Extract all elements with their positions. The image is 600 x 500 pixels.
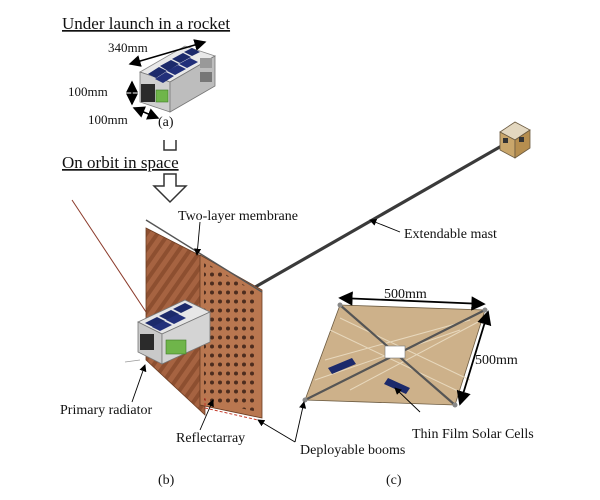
leader-boom-left [257,419,296,443]
label-panel-c: (c) [386,473,402,488]
transition-arrow [152,140,188,204]
leader-boom-right [294,401,307,443]
mast-tip-module [499,121,531,159]
leader-solar-cells [394,387,421,413]
label-thin-film-solar-cells: Thin Film Solar Cells [412,427,534,442]
leader-primary-radiator [131,364,147,403]
label-dim-500-top: 500mm [384,287,427,302]
dim-500-side-arrow [456,310,492,406]
thin-film-solar-cell-1 [328,358,356,374]
extendable-mast [249,138,513,292]
label-two-layer-membrane: Two-layer membrane [178,209,298,224]
label-primary-radiator: Primary radiator [60,403,152,418]
cubesat-bus [124,299,211,365]
dim-340-arrow [128,39,207,67]
dim-100-horizontal-arrow [132,106,160,120]
label-extendable-mast: Extendable mast [404,227,497,242]
thin-film-solar-cell-2 [384,378,410,394]
label-deployable-booms: Deployable booms [300,443,405,458]
label-dim-100-vertical: 100mm [68,84,108,99]
antenna-wire [71,199,151,319]
stowed-cubesat [139,45,216,113]
primary-radiator-board [165,339,187,355]
label-on-orbit: On orbit in space [62,153,179,172]
label-dim-340: 340mm [108,40,148,55]
label-panel-b: (b) [158,473,175,488]
sail-panel [302,302,488,408]
leader-two-layer-membrane [193,221,202,256]
dim-500-top-arrow [338,291,486,311]
label-panel-a: (a) [158,115,174,130]
leader-reflectarray [199,399,214,431]
label-reflectarray: Reflectarray [176,431,245,446]
label-dim-100-horizontal: 100mm [88,112,128,127]
label-dim-500-side: 500mm [475,353,518,368]
label-under-launch: Under launch in a rocket [62,14,230,33]
leader-extendable-mast [369,218,401,233]
